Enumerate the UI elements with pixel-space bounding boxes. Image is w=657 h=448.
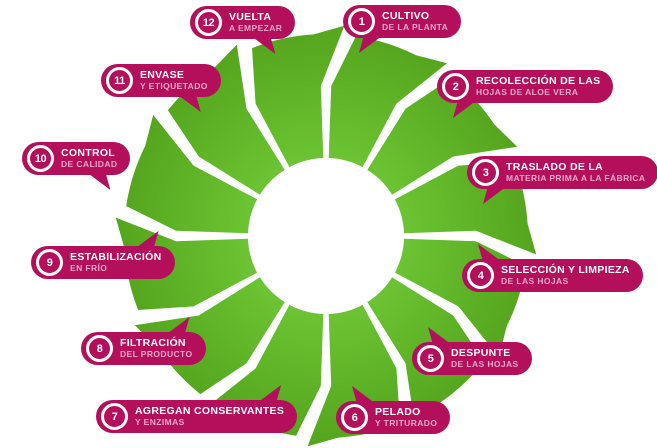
- step-title: SELECCIÓN Y LIMPIEZA: [501, 263, 630, 276]
- step-title: VUELTA: [229, 10, 272, 23]
- step-title: ESTABILIZACIÓN: [70, 250, 162, 263]
- step-subtitle: A EMPEZAR: [229, 22, 283, 33]
- step-number-badge: 10: [27, 145, 54, 172]
- step-bubble-12: 12 VUELTA A EMPEZAR: [190, 6, 296, 54]
- step-text: CULTIVO DE LA PLANTA: [382, 9, 449, 32]
- step-text: CONTROL DE CALIDAD: [61, 146, 118, 169]
- step-number-badge: 9: [36, 249, 63, 276]
- wheel-blade-10: [126, 115, 258, 234]
- step-subtitle: HOJAS DE ALOE VERA: [476, 86, 579, 97]
- step-number-badge: 11: [106, 67, 133, 94]
- wheel-hub: [250, 160, 402, 312]
- step-bubble-11: 11 ENVASE Y ETIQUETADO: [101, 64, 221, 112]
- step-title: PELADO: [375, 405, 421, 418]
- step-number-badge: 4: [467, 262, 494, 289]
- step-title: DESPUNTE: [451, 346, 511, 359]
- step-subtitle: DE LAS HOJAS: [501, 275, 569, 286]
- step-text: VUELTA A EMPEZAR: [229, 10, 283, 33]
- step-text: DESPUNTE DE LAS HOJAS: [451, 346, 519, 369]
- step-title: CULTIVO: [382, 9, 430, 22]
- step-text: RECOLECCIÓN DE LAS HOJAS DE ALOE VERA: [476, 74, 601, 97]
- step-bubble-2: 2 RECOLECCIÓN DE LAS HOJAS DE ALOE VERA: [437, 70, 614, 118]
- step-text: ENVASE Y ETIQUETADO: [140, 68, 208, 91]
- step-title: TRASLADO DE LA: [506, 160, 603, 173]
- step-title: FILTRACIÓN: [120, 336, 186, 349]
- step-number-badge: 7: [101, 403, 128, 430]
- step-subtitle: DE CALIDAD: [61, 158, 118, 169]
- step-number-badge: 3: [472, 159, 499, 186]
- step-bubble-4: 4 SELECCIÓN Y LIMPIEZA DE LAS HOJAS: [462, 244, 643, 292]
- step-number-badge: 5: [417, 345, 444, 372]
- step-title: RECOLECCIÓN DE LAS: [476, 74, 601, 87]
- step-number-badge: 6: [341, 404, 368, 431]
- step-bubble-5: 5 DESPUNTE DE LAS HOJAS: [412, 327, 532, 375]
- step-subtitle: DE LA PLANTA: [382, 21, 449, 32]
- step-number-badge: 2: [442, 73, 469, 100]
- step-subtitle: DE LAS HOJAS: [451, 358, 519, 369]
- step-number-badge: 12: [195, 9, 222, 36]
- step-bubble-8: 8 FILTRACIÓN DEL PRODUCTO: [81, 317, 206, 365]
- step-title: ENVASE: [140, 68, 185, 81]
- step-bubble-6: 6 PELADO Y TRITURADO: [336, 386, 451, 434]
- step-title: CONTROL: [61, 146, 116, 159]
- step-subtitle: DEL PRODUCTO: [120, 348, 193, 359]
- step-title: AGREGAN CONSERVANTES: [135, 404, 285, 417]
- step-text: ESTABILIZACIÓN EN FRÍO: [70, 250, 162, 273]
- step-subtitle: Y ETIQUETADO: [140, 80, 208, 91]
- wheel-blade-1: [328, 36, 447, 168]
- step-bubble-3: 3 TRASLADO DE LA MATERIA PRIMA A LA FÁBR…: [467, 156, 657, 204]
- step-subtitle: Y TRITURADO: [375, 417, 438, 428]
- step-bubble-7: 7 AGREGAN CONSERVANTES Y ENZIMAS: [96, 385, 298, 433]
- step-number-badge: 1: [348, 8, 375, 35]
- step-text: SELECCIÓN Y LIMPIEZA DE LAS HOJAS: [501, 263, 630, 286]
- step-text: AGREGAN CONSERVANTES Y ENZIMAS: [135, 404, 285, 427]
- step-number-badge: 8: [86, 335, 113, 362]
- step-subtitle: Y ENZIMAS: [135, 416, 185, 427]
- wheel-blade-12: [252, 25, 345, 168]
- step-text: FILTRACIÓN DEL PRODUCTO: [120, 336, 193, 359]
- step-bubble-1: 1 CULTIVO DE LA PLANTA: [343, 5, 462, 53]
- step-subtitle: EN FRÍO: [70, 262, 108, 273]
- wheel-blade-2: [367, 77, 518, 195]
- step-text: PELADO Y TRITURADO: [375, 405, 438, 428]
- step-subtitle: MATERIA PRIMA A LA FÁBRICA: [506, 172, 646, 183]
- step-text: TRASLADO DE LA MATERIA PRIMA A LA FÁBRIC…: [506, 160, 646, 183]
- step-bubble-10: 10 CONTROL DE CALIDAD: [22, 142, 131, 190]
- step-bubble-9: 9 ESTABILIZACIÓN EN FRÍO: [31, 231, 175, 279]
